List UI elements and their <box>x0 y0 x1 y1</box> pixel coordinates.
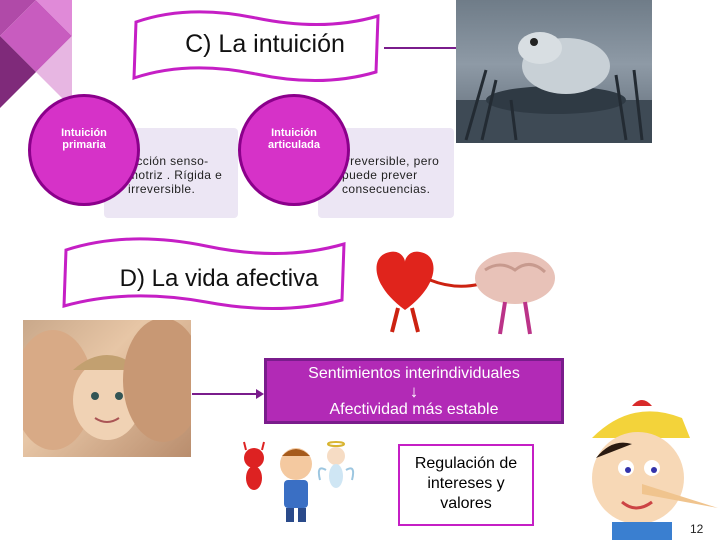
frog-image <box>456 0 652 143</box>
page-number: 12 <box>690 522 704 536</box>
articulated-intuition-description: Irreversible, pero puede prever consecue… <box>318 128 454 218</box>
arrow-right-icon <box>192 389 264 399</box>
conscience-cartoon-image <box>243 441 355 522</box>
title-banner-c <box>132 10 380 82</box>
section-title-affective: D) La vida afectiva <box>119 265 319 292</box>
stable-affectivity-text: Afectividad más estable <box>329 401 499 418</box>
interindividual-feelings-text: Sentimientos interindividuales <box>308 365 520 382</box>
articulated-intuition-label: Intuición articulada <box>268 127 320 151</box>
heart-brain-image <box>376 251 555 335</box>
title-banner-d <box>62 237 346 310</box>
primary-intuition-circle: Intuición primaria <box>28 94 140 206</box>
regulation-box: Regulación de intereses y valores <box>398 444 534 526</box>
corner-decoration <box>0 0 72 108</box>
arrow-down-icon: ↓ <box>409 382 419 401</box>
primary-intuition-label: Intuición primaria <box>61 127 107 151</box>
articulated-intuition-circle: Intuición articulada <box>238 94 350 206</box>
arrow-right-icon <box>384 43 464 53</box>
affective-development-box: Sentimientos interindividuales ↓ Afectiv… <box>264 358 564 424</box>
section-title-intuition: C) La intuición <box>185 30 345 58</box>
family-photo <box>23 320 191 457</box>
pinocchio-image <box>592 400 718 540</box>
